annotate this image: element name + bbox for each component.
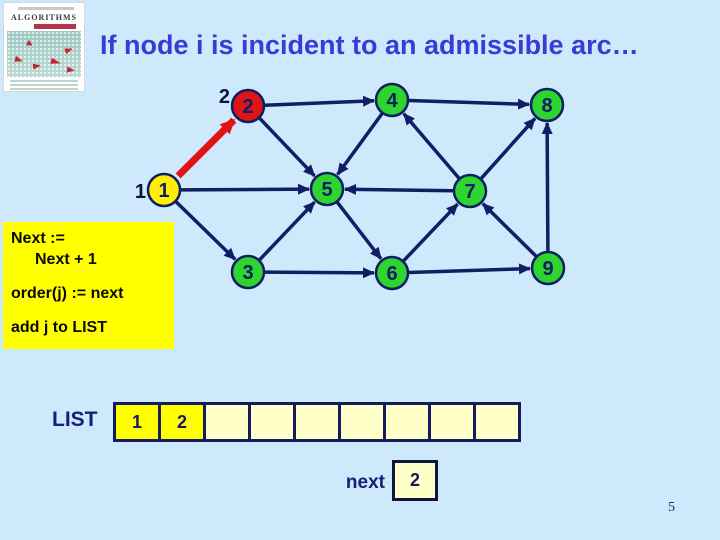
order-label-node-1: 1 (135, 181, 146, 203)
arc-1-3 (174, 200, 237, 261)
algorithms-book-cover: ALGORITHMS (3, 2, 85, 92)
book-authors-line (18, 7, 74, 10)
list-cell-7 (383, 402, 431, 442)
graph-node-label-2: 2 (242, 96, 253, 118)
next-value-box: 2 (392, 460, 438, 501)
arc-2-4 (264, 95, 376, 108)
arc-5-6 (336, 201, 383, 260)
graph-node-label-3: 3 (242, 262, 253, 284)
book-title: ALGORITHMS (10, 13, 77, 22)
graph-node-3 (230, 254, 266, 290)
graph-node-8 (529, 87, 565, 123)
list-cell-value: 2 (176, 411, 187, 432)
order-label-node-2: 2 (219, 86, 230, 108)
list-cell-4 (248, 402, 296, 442)
list-label: LIST (52, 408, 98, 431)
list-cell-5 (293, 402, 341, 442)
graph-node-1 (146, 172, 182, 208)
arc-7-5 (343, 183, 454, 195)
graph-node-9 (530, 250, 566, 286)
list-cell-9 (473, 402, 521, 442)
graph-node-label-7: 7 (464, 181, 475, 203)
arc-9-8 (541, 121, 553, 252)
list-cell-8 (428, 402, 476, 442)
next-label: next (345, 472, 385, 493)
list-cell-1: 1 (113, 402, 161, 442)
graph-node-2 (230, 88, 266, 124)
arc-6-7 (402, 202, 459, 262)
arc-4-8 (408, 98, 531, 110)
code-line-next-plus-1: Next + 1 (35, 251, 97, 268)
list-cell-value: 1 (131, 411, 142, 432)
graph-node-5 (309, 171, 345, 207)
arc-3-6 (264, 267, 376, 279)
book-red-banner (34, 24, 76, 29)
slide-title: If node i is incident to an admissible a… (100, 30, 639, 60)
arc-4-5 (336, 112, 384, 176)
list-cell-6 (338, 402, 386, 442)
graph-node-label-5: 5 (321, 179, 332, 201)
arc-7-4 (402, 112, 461, 180)
book-footer-lines (10, 80, 78, 90)
page-number: 5 (668, 500, 675, 515)
graph-node-label-1: 1 (158, 180, 169, 202)
graph-node-4 (374, 82, 410, 118)
graph-node-6 (374, 255, 410, 291)
code-line-order-j: order(j) := next (11, 285, 124, 302)
pseudocode-box: Next := Next + 1 order(j) := next add j … (3, 222, 174, 349)
book-cover-art (7, 31, 81, 77)
list-cell-2: 2 (158, 402, 206, 442)
graph-node-7 (452, 173, 488, 209)
code-line-next-assign: Next := (11, 230, 65, 247)
arc-1-5 (180, 183, 311, 195)
admissible-arc-1-2 (175, 117, 237, 179)
graph-node-label-8: 8 (541, 95, 552, 117)
arc-9-7 (481, 202, 538, 258)
arc-3-5 (258, 200, 316, 261)
graph-node-label-9: 9 (542, 258, 553, 280)
code-line-add-j: add j to LIST (11, 319, 107, 336)
graph-node-label-4: 4 (386, 90, 398, 112)
arc-2-5 (258, 117, 316, 178)
next-value: 2 (409, 470, 420, 490)
list-cell-3 (203, 402, 251, 442)
arc-6-9 (408, 263, 532, 275)
arc-7-8 (480, 117, 537, 180)
graph-node-label-6: 6 (386, 263, 397, 285)
